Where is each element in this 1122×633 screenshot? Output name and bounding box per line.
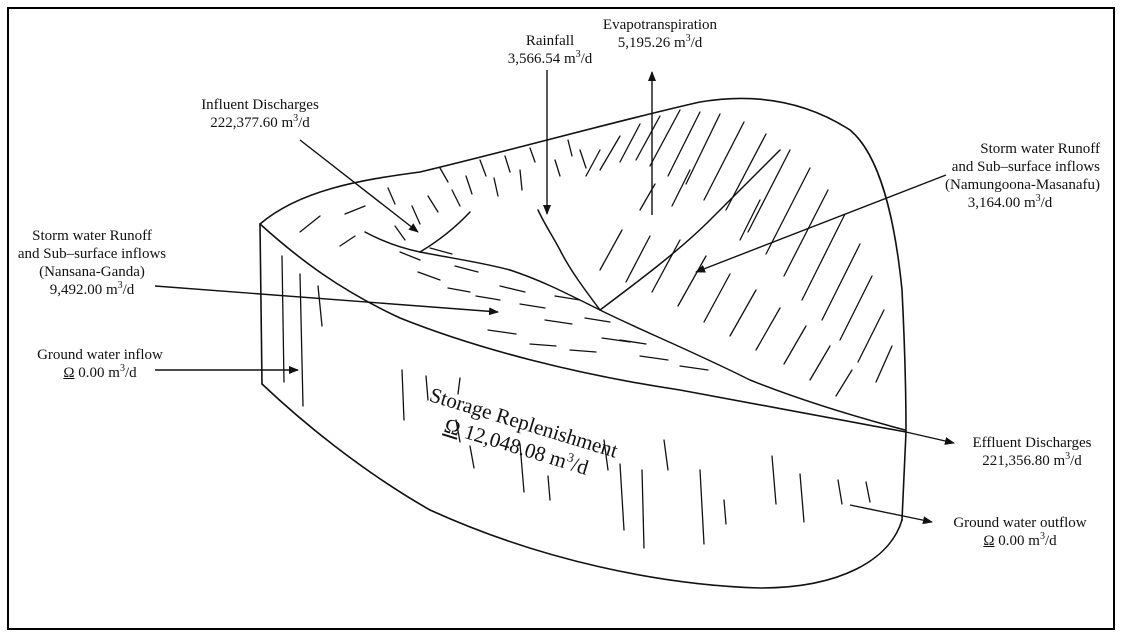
gw-inflow-value: 0.00 m	[78, 365, 120, 381]
storm-namungoona-label: Storm water Runoff and Sub–surface inflo…	[880, 140, 1100, 212]
gw-outflow-value: 0.00 m	[998, 533, 1040, 549]
per-day-unit: /d	[1041, 195, 1053, 211]
surface-hatching	[300, 110, 892, 396]
evapotranspiration-label: Evapotranspiration 5,195.26 m3/d	[570, 16, 750, 52]
left-side-edge	[260, 224, 262, 384]
storm-namungoona-line1: Storm water Runoff	[880, 140, 1100, 158]
influent-name: Influent Discharges	[170, 96, 350, 114]
catchment-block	[260, 98, 906, 588]
effluent-value: 221,356.80 m	[982, 453, 1065, 469]
evapotranspiration-name: Evapotranspiration	[570, 16, 750, 34]
per-day-unit: /d	[298, 115, 310, 131]
omega-symbol: Ω	[442, 413, 464, 441]
storm-nansana-value: 9,492.00 m	[50, 282, 118, 298]
storm-namungoona-line3: (Namungoona-Masanafu)	[880, 176, 1100, 194]
per-day-unit: /d	[123, 282, 135, 298]
gw-outflow-name: Ground water outflow	[935, 514, 1105, 532]
storm-nansana-line1: Storm water Runoff	[2, 227, 182, 245]
evapotranspiration-value: 5,195.26 m	[618, 35, 686, 51]
rainfall-value: 3,566.54 m	[508, 51, 576, 67]
gw-inflow-label: Ground water inflow Ω 0.00 m3/d	[20, 346, 180, 382]
per-day-unit: /d	[581, 51, 593, 67]
influent-value: 222,377.60 m	[210, 115, 293, 131]
per-day-unit: /d	[691, 35, 703, 51]
storm-nansana-line3: (Nansana-Ganda)	[2, 263, 182, 281]
gw-outflow-label: Ground water outflow Ω 0.00 m3/d	[935, 514, 1105, 550]
effluent-label: Effluent Discharges 221,356.80 m3/d	[952, 434, 1112, 470]
front-bottom-edge	[262, 384, 902, 588]
storm-nansana-arrow	[155, 286, 498, 312]
per-day-unit: /d	[1070, 453, 1082, 469]
gw-outflow-arrow	[850, 505, 932, 522]
omega-symbol: Ω	[983, 533, 994, 549]
storm-namungoona-value: 3,164.00 m	[968, 195, 1036, 211]
storm-nansana-label: Storm water Runoff and Sub–surface inflo…	[2, 227, 182, 299]
per-day-unit: /d	[125, 365, 137, 381]
per-day-unit: /d	[1045, 533, 1057, 549]
influent-label: Influent Discharges 222,377.60 m3/d	[170, 96, 350, 132]
storm-namungoona-line2: and Sub–surface inflows	[880, 158, 1100, 176]
effluent-arrow	[906, 432, 954, 443]
top-surface-outline	[260, 98, 906, 432]
storm-nansana-line2: and Sub–surface inflows	[2, 245, 182, 263]
omega-symbol: Ω	[63, 365, 74, 381]
gw-inflow-name: Ground water inflow	[20, 346, 180, 364]
effluent-name: Effluent Discharges	[952, 434, 1112, 452]
right-side-edge	[902, 432, 906, 520]
